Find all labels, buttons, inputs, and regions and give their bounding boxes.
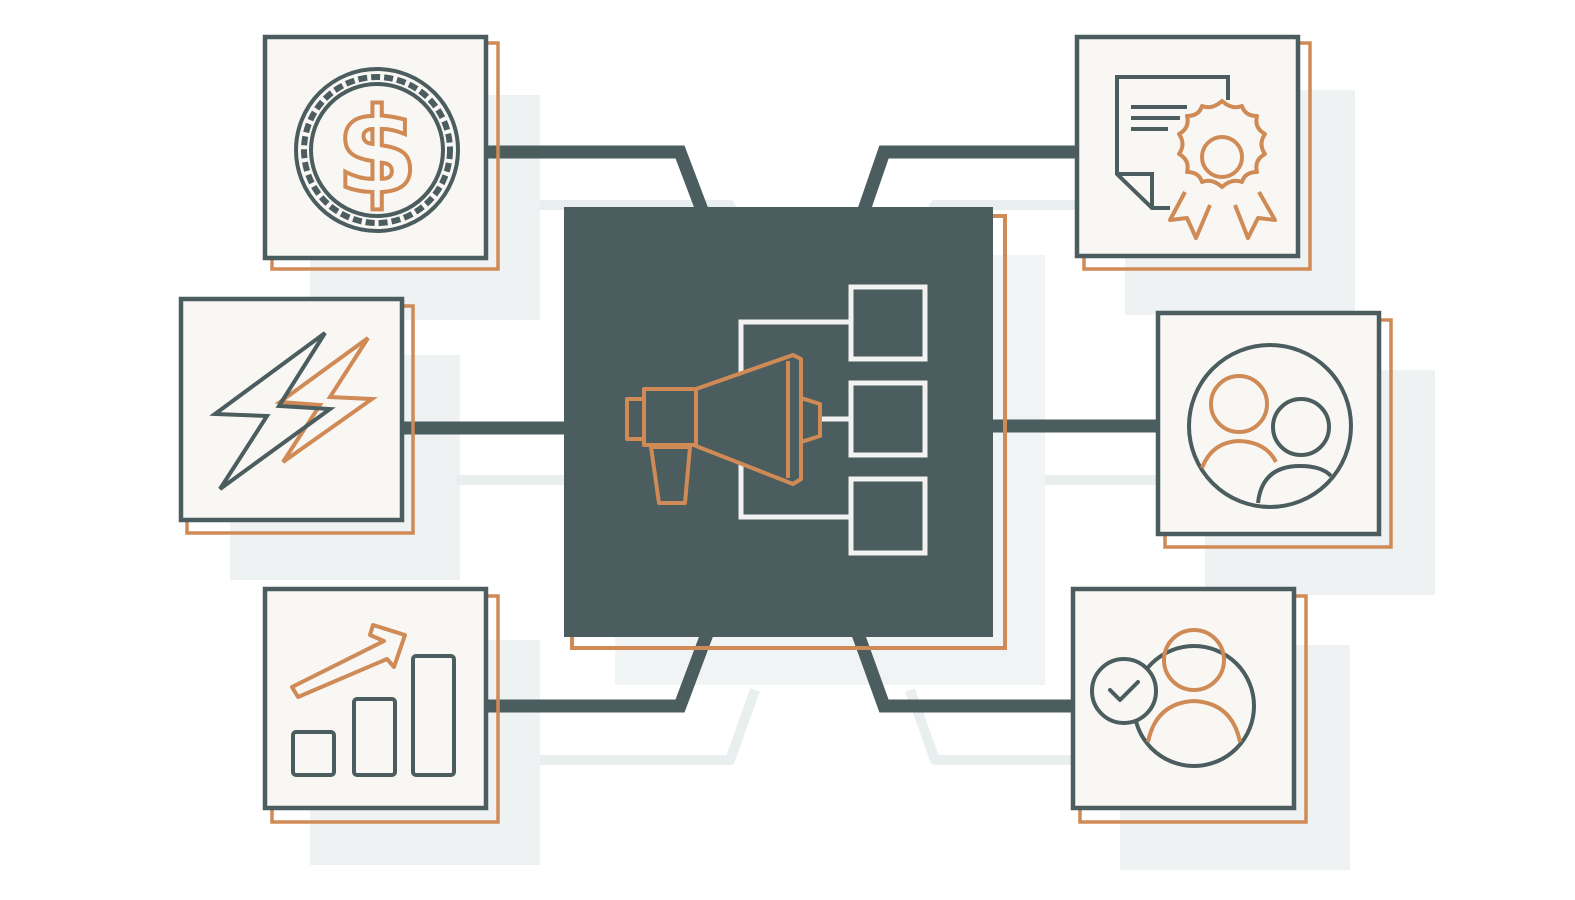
connector-approval bbox=[851, 631, 1074, 713]
tile-certification bbox=[1074, 34, 1312, 271]
user-check-icon bbox=[1090, 628, 1256, 768]
lightning-bolt-icon bbox=[209, 331, 378, 491]
connector-revenue bbox=[488, 145, 709, 213]
tile-revenue: $ bbox=[262, 34, 500, 271]
connector-certification bbox=[857, 145, 1078, 213]
tile-speed bbox=[178, 296, 415, 535]
certificate-award-icon bbox=[1115, 75, 1277, 240]
hierarchy-icon bbox=[738, 284, 928, 556]
dollar-coin-icon: $ bbox=[294, 67, 460, 233]
growth-chart-icon bbox=[290, 623, 456, 777]
tile-approval bbox=[1070, 586, 1308, 824]
user-group-icon bbox=[1187, 343, 1353, 509]
connectors bbox=[402, 145, 1158, 713]
center-hub bbox=[564, 207, 1007, 650]
tile-audience bbox=[1155, 310, 1393, 549]
tile-growth bbox=[262, 586, 500, 824]
svg-text:$: $ bbox=[336, 82, 418, 220]
megaphone-icon bbox=[625, 353, 822, 505]
connector-growth bbox=[488, 631, 714, 713]
